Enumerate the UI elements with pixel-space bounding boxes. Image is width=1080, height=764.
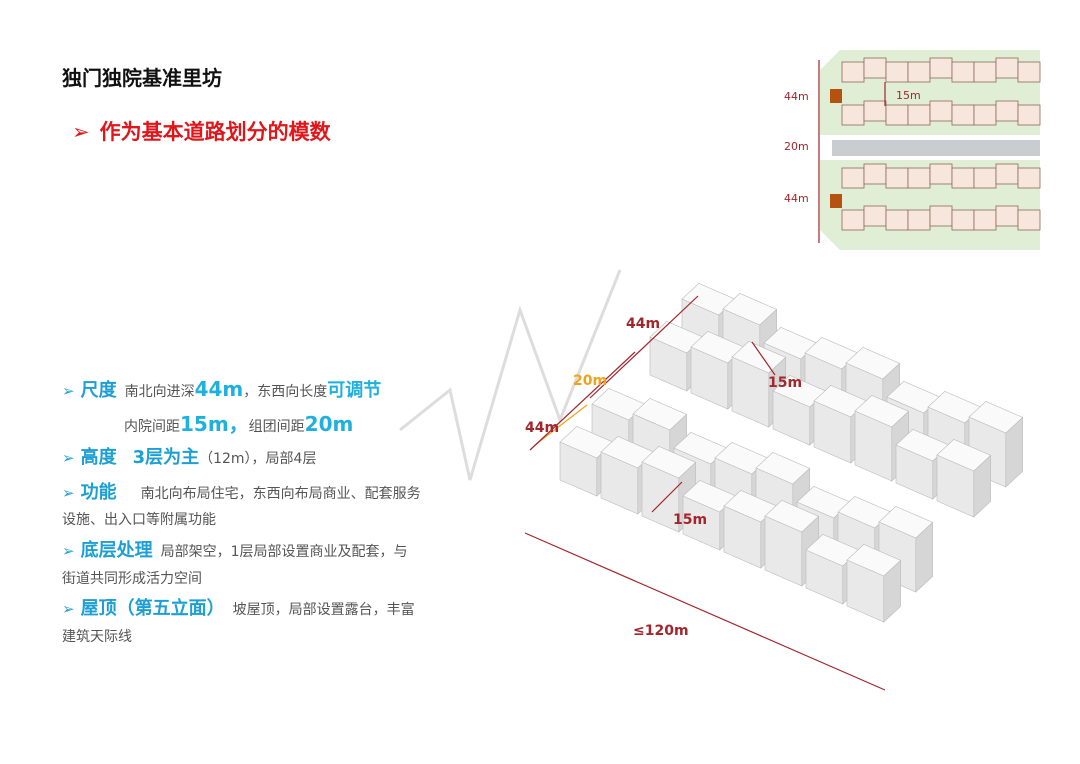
value: 可调节 bbox=[327, 380, 382, 401]
bullet-text: ，东西向长度 bbox=[243, 384, 328, 400]
plan-building bbox=[973, 61, 997, 83]
building-block bbox=[854, 395, 910, 428]
value: 44m bbox=[194, 377, 244, 401]
bullet-heading: 功能 bbox=[80, 482, 117, 503]
arrow-icon: ➢ bbox=[72, 120, 90, 144]
building-block bbox=[845, 347, 901, 380]
plan-building bbox=[1017, 209, 1041, 231]
building-block bbox=[722, 293, 778, 326]
bullet-text: 建筑天际线 bbox=[62, 629, 132, 645]
watermark-logo bbox=[399, 269, 622, 481]
plan-building bbox=[885, 209, 909, 231]
dim-length: ≤120m bbox=[633, 623, 689, 639]
plan-building bbox=[885, 104, 909, 126]
building-block bbox=[968, 401, 1024, 434]
dim-20m: 20m bbox=[573, 373, 607, 389]
plan-building bbox=[951, 209, 975, 231]
bullet-text: （12m），局部4层 bbox=[199, 451, 317, 467]
bullet-text: 组团间距 bbox=[248, 419, 305, 435]
bullet-text: 内院间距 bbox=[124, 419, 180, 435]
building-block bbox=[764, 500, 820, 533]
bullet-text: 街道共同形成活力空间 bbox=[62, 571, 202, 587]
plan-building bbox=[973, 209, 997, 231]
plan-building bbox=[951, 167, 975, 189]
bullet-ground: ➢ 底层处理局部架空，1层局部设置商业及配套，与 bbox=[62, 536, 407, 562]
value: 20m bbox=[304, 412, 354, 436]
bullet-heading: 底层处理 bbox=[80, 540, 153, 561]
bullet-function: ➢ 功能 南北向布局住宅，东西向布局商业、配套服务 bbox=[62, 478, 421, 504]
plan-building bbox=[907, 209, 931, 231]
plan-building bbox=[951, 104, 975, 126]
plan-building bbox=[841, 61, 865, 83]
plan-building bbox=[1017, 61, 1041, 83]
arrow-icon: ➢ bbox=[62, 382, 75, 400]
bullet-scale: ➢ 尺度南北向进深44m，东西向长度可调节 bbox=[62, 376, 381, 402]
plan-dim-bottom: 44m bbox=[784, 192, 809, 205]
plan-building bbox=[863, 205, 887, 227]
dim-15m-top: 15m bbox=[768, 375, 802, 391]
plan-building bbox=[863, 57, 887, 79]
page-title: 独门独院基准里坊 bbox=[62, 66, 222, 90]
subtitle-text: 作为基本道路划分的模数 bbox=[99, 120, 331, 144]
bullet-heading: 屋顶（第五立面） bbox=[80, 598, 225, 619]
plan-building bbox=[973, 104, 997, 126]
bullet-text: 坡屋顶，局部设置露台，丰富 bbox=[232, 602, 415, 618]
plan-building bbox=[885, 61, 909, 83]
plan-building bbox=[907, 167, 931, 189]
plan-building bbox=[841, 209, 865, 231]
plan-building bbox=[973, 167, 997, 189]
arrow-icon: ➢ bbox=[62, 449, 75, 467]
plan-dim-gap: 20m bbox=[784, 140, 809, 153]
plan-dim-inner: 15m bbox=[896, 89, 921, 102]
bullet-heading: 尺度 bbox=[80, 380, 117, 401]
bullet-height: ➢ 高度 3层为主（12m），局部4层 bbox=[62, 443, 316, 469]
arrow-icon: ➢ bbox=[62, 600, 75, 618]
plan-building bbox=[885, 167, 909, 189]
plan-building bbox=[995, 57, 1019, 79]
bullet-text: 南北向进深 bbox=[124, 384, 195, 400]
massing-model: 44m 20m 44m 15m 15m ≤120m bbox=[399, 269, 1024, 691]
plan-building bbox=[1017, 104, 1041, 126]
plan-building bbox=[951, 61, 975, 83]
plan-building bbox=[929, 205, 953, 227]
dim-44m-top: 44m bbox=[626, 316, 660, 332]
plan-building bbox=[841, 104, 865, 126]
building-block bbox=[878, 506, 934, 539]
bullet-scale-line2: 内院间距15m，组团间距20m bbox=[124, 408, 353, 437]
plan-building bbox=[929, 57, 953, 79]
bullet-text: 设施、出入口等附属功能 bbox=[62, 512, 216, 528]
building-block bbox=[846, 544, 902, 577]
building-block bbox=[731, 341, 787, 374]
building-block bbox=[632, 398, 688, 431]
bullet-text: 南北向布局住宅，东西向布局商业、配套服务 bbox=[140, 486, 421, 502]
plan-building bbox=[995, 100, 1019, 122]
arrow-icon: ➢ bbox=[62, 542, 75, 560]
plan-building bbox=[995, 205, 1019, 227]
plan-building bbox=[863, 163, 887, 185]
plan-building bbox=[929, 163, 953, 185]
plan-building bbox=[863, 100, 887, 122]
plan-building bbox=[1017, 167, 1041, 189]
building-block bbox=[641, 446, 697, 479]
plan-building bbox=[907, 61, 931, 83]
bullet-roof: ➢ 屋顶（第五立面） 坡屋顶，局部设置露台，丰富 bbox=[62, 594, 415, 620]
dim-15m-low: 15m bbox=[673, 512, 707, 528]
plan-building bbox=[929, 100, 953, 122]
value: 3层为主 bbox=[132, 447, 200, 468]
plan-building bbox=[841, 167, 865, 189]
dim-44m-low: 44m bbox=[525, 420, 559, 436]
bullet-text: 局部架空，1层局部设置商业及配套，与 bbox=[160, 544, 408, 560]
plan-dim-top: 44m bbox=[784, 90, 809, 103]
plan-building bbox=[995, 163, 1019, 185]
building-block bbox=[755, 452, 811, 485]
building-block bbox=[936, 439, 992, 472]
value: 15m， bbox=[180, 412, 249, 436]
site-plan: 44m 20m 44m 15m bbox=[784, 50, 1041, 250]
subtitle: ➢ 作为基本道路划分的模数 bbox=[72, 116, 331, 146]
bullet-heading: 高度 bbox=[80, 447, 117, 468]
plan-building bbox=[907, 104, 931, 126]
arrow-icon: ➢ bbox=[62, 484, 75, 502]
